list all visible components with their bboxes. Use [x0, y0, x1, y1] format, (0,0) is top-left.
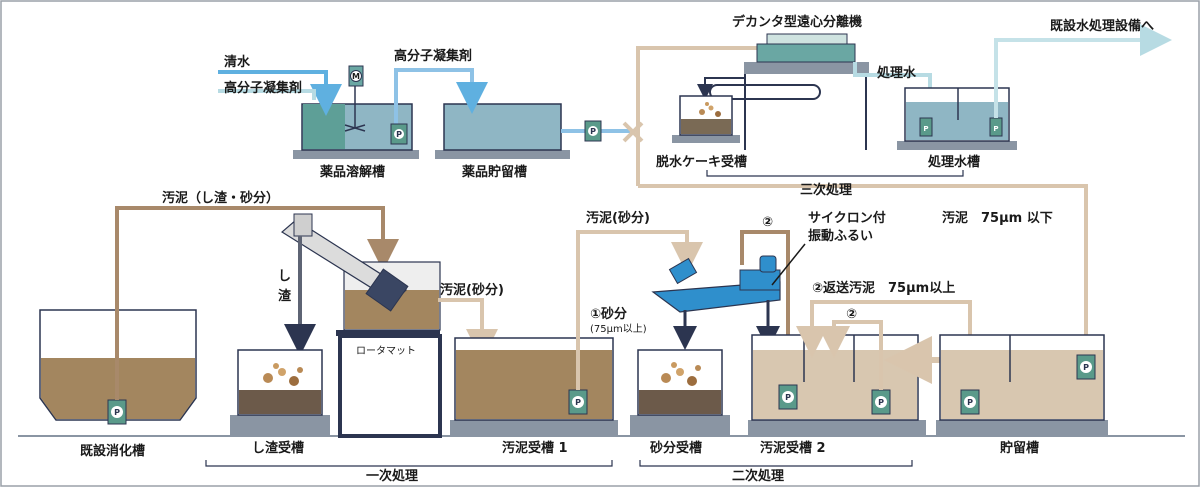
transfer-pipe: [394, 68, 488, 128]
rotamat-sludge-pipe: [438, 298, 498, 361]
sand-tank: [630, 349, 730, 436]
rotamat-machine: [280, 213, 442, 438]
motor-icon: M: [348, 65, 364, 87]
pump-icon: P: [107, 399, 127, 425]
chemical-storage-tank: [435, 103, 570, 159]
screenings-tank: [230, 349, 330, 436]
svg-text:P: P: [575, 398, 581, 407]
svg-text:P: P: [114, 408, 120, 417]
num-2-label-a: ②: [762, 215, 773, 230]
svg-text:P: P: [396, 130, 402, 139]
cyclone-label-2: 振動ふるい: [808, 228, 873, 244]
screenings-tank-label: し渣受槽: [252, 440, 304, 456]
sludge-tank-2-label: 汚泥受槽 2: [760, 440, 826, 456]
cake-tank-label: 脱水ケーキ受槽: [656, 154, 747, 170]
sludge-tank-1-label: 汚泥受槽 1: [502, 440, 568, 456]
shi-label: し: [278, 269, 291, 284]
sand-1-label: ①砂分: [590, 306, 627, 322]
cyclone-label-1: サイクロン付: [808, 210, 886, 226]
return-loop-pipe: [818, 320, 883, 390]
sludge-75-down-label: 汚泥 75μm 以下: [942, 210, 1053, 226]
storage-to-decanter-pipe: [638, 184, 1088, 355]
storage-tank-label: 貯留槽: [1000, 440, 1039, 456]
dissolve-tank-label: 薬品溶解槽: [319, 164, 385, 180]
return-sludge-pipe: [796, 300, 972, 358]
sludge-tank-2: [748, 334, 926, 436]
svg-text:P: P: [967, 398, 973, 407]
return-sludge-label: ②返送汚泥 75μm以上: [812, 280, 955, 296]
sand-sludge-pipe: [576, 230, 703, 390]
storage-tank-label: 薬品貯留槽: [461, 164, 527, 180]
polymer-top-label: 高分子凝集剤: [394, 48, 472, 64]
sludge-sand-label-1: 汚泥(砂分): [440, 282, 504, 298]
treated-tank-label: 処理水槽: [927, 154, 980, 170]
tertiary-bracket: [706, 170, 964, 177]
to-existing-label: 既設水処理設備へ: [1050, 18, 1154, 34]
svg-text:P: P: [923, 125, 928, 133]
sludge-grit-label: 汚泥（し渣・砂分）: [162, 190, 279, 206]
pump-icon: P: [919, 117, 933, 137]
clean-water-pipe: [218, 70, 342, 116]
feed-to-decanter-pipe: [636, 46, 760, 186]
cake-receiving-tank: [672, 95, 740, 143]
svg-text:P: P: [993, 125, 998, 133]
motor-label: M: [352, 72, 360, 81]
svg-text:P: P: [878, 398, 884, 407]
sand-1-sub-label: (75μm以上): [590, 323, 647, 335]
pump-icon: P: [778, 384, 798, 410]
sand-tank-label: 砂分受槽: [649, 440, 702, 456]
pump-icon: P: [568, 389, 588, 415]
svg-text:P: P: [1083, 363, 1089, 372]
zaa-label: 渣: [278, 288, 292, 304]
rotamat-label: ロータマット: [356, 345, 416, 357]
treated-water-label: 処理水: [876, 65, 917, 81]
storage-tank: [936, 334, 1108, 436]
cyclone-vibrating-screen: [651, 255, 781, 313]
clean-water-label: 清水: [224, 54, 251, 70]
svg-text:P: P: [785, 393, 791, 402]
pump-icon: P: [989, 117, 1003, 137]
pump-icon: P: [390, 123, 408, 145]
pump-icon: P: [871, 389, 891, 415]
sludge-sand-label-2: 汚泥(砂分): [586, 210, 650, 226]
pump-icon: P: [960, 389, 980, 415]
to-existing-treatment-pipe: [994, 24, 1172, 118]
decanter-centrifuge: [709, 33, 869, 150]
tertiary-label: 三次処理: [800, 182, 852, 198]
cyclone-feed-pipe: [740, 230, 790, 395]
decanter-label: デカンタ型遠心分離機: [732, 14, 862, 30]
svg-text:P: P: [590, 127, 596, 136]
primary-label: 一次処理: [366, 468, 418, 484]
sludge-tank-1: [450, 337, 618, 436]
secondary-label: 二次処理: [732, 468, 784, 484]
pump-icon: P: [1076, 354, 1096, 380]
polymer-inlet-label: 高分子凝集剤: [224, 80, 302, 96]
cyclone-leader-line: [771, 243, 806, 286]
digester-sludge-pipe: [115, 206, 399, 400]
polymer-inlet-pipe: [218, 89, 316, 100]
secondary-bracket: [639, 460, 913, 467]
num-2-label-b: ②: [846, 307, 857, 322]
existing-digester-label: 既設消化槽: [80, 443, 145, 459]
cake-discharge-arrow: [697, 77, 745, 100]
primary-bracket: [205, 460, 613, 467]
pump-icon: P: [584, 120, 602, 142]
